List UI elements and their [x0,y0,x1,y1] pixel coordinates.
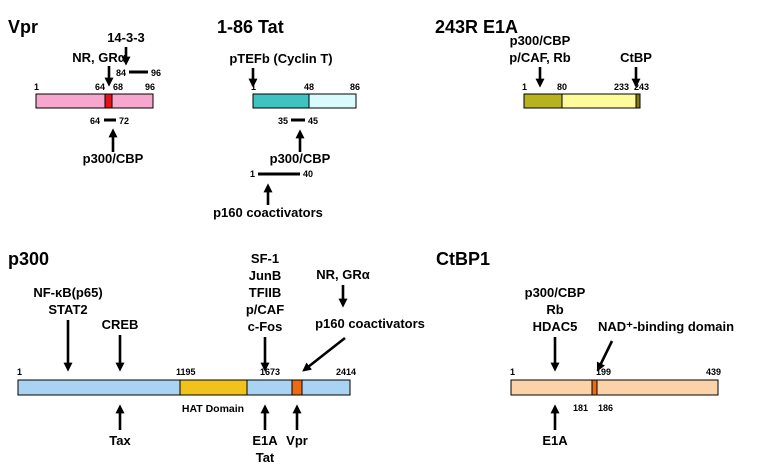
p300-tick-end: 2414 [336,367,356,377]
e1a-c-terminal-segment [635,93,641,109]
vpr-14-3-3-range-start: 84 [116,68,126,78]
tat-p160-range-start: 1 [250,169,255,179]
vpr-tick-end: 96 [145,82,155,92]
vpr-tick-68: 68 [113,82,123,92]
tat-ptefb-label: pTEFb (Cyclin T) [229,51,332,66]
vpr-p300-range-end: 72 [119,116,129,126]
e1a-tick-end: 243 [634,82,649,92]
ctbp1-nad-binding-label: NAD⁺-binding domain [598,319,734,334]
ctbp1-tick-start: 1 [510,367,515,377]
p300-junb-label: JunB [249,268,282,283]
p300-tick-1673: 1673 [260,367,280,377]
vpr-p300-label: p300/CBP [83,151,144,166]
vpr-tick-64: 64 [95,82,105,92]
p300-creb-label: CREB [102,317,139,332]
ctbp1-nad-binding-arrow [596,340,614,372]
ctbp1-panel: CtBP1 p300/CBP Rb HDAC5 NAD⁺-binding dom… [436,249,734,448]
e1a-tick-80: 80 [557,82,567,92]
p300-hat-domain-label: HAT Domain [182,403,244,415]
tat-p160-label: p160 coactivators [213,205,323,220]
ctbp1-motif-segment [591,379,598,396]
p300-sf1-label: SF-1 [251,251,279,266]
p300-vpr-site-segment [291,379,303,396]
p300-panel: p300 NF-κB(p65) STAT2 CREB SF-1 JunB TFI… [8,249,425,465]
ctbp1-rb-label: Rb [546,302,563,317]
tat-domain-segment [252,93,310,109]
p300-nfkb-label: NF-κB(p65) [33,285,102,300]
p300-stat2-label: STAT2 [48,302,87,317]
vpr-p300-range-start: 64 [90,116,100,126]
e1a-n-terminal-segment [523,93,563,109]
tat-tick-start: 1 [251,82,256,92]
ctbp1-motif-start: 181 [573,403,588,413]
tat-p300-range-start: 35 [278,116,288,126]
ctbp1-e1a-label: E1A [542,433,568,448]
e1a-pcaf-rb-label: p/CAF, Rb [509,50,570,65]
p300-tick-start: 1 [17,367,22,377]
ctbp1-title: CtBP1 [436,249,490,269]
tat-p300-label: p300/CBP [270,151,331,166]
vpr-tick-start: 1 [34,82,39,92]
tat-title: 1-86 Tat [217,17,284,37]
vpr-protein-bar [35,93,154,109]
p300-pcaf-label: p/CAF [246,302,284,317]
e1a-tick-start: 1 [522,82,527,92]
p300-tax-label: Tax [109,433,131,448]
p300-cfos-label: c-Fos [248,319,283,334]
tat-p160-range-end: 40 [303,169,313,179]
e1a-title: 243R E1A [435,17,518,37]
e1a-panel: 243R E1A p300/CBP p/CAF, Rb CtBP 1 80 23… [435,17,652,109]
p300-p160-label: p160 coactivators [315,316,425,331]
p300-tfiib-label: TFIIB [249,285,282,300]
ctbp1-p300-label: p300/CBP [525,285,586,300]
p300-tat-label: Tat [256,450,275,465]
ctbp1-protein-bar [510,379,719,396]
tat-tick-end: 86 [350,82,360,92]
p300-vpr-label: Vpr [286,433,308,448]
vpr-motif-segment [104,93,113,109]
tat-tick-48: 48 [304,82,314,92]
p300-nr-gr-label: NR, GRα [316,267,370,282]
e1a-p300-label: p300/CBP [510,33,571,48]
ctbp1-tick-end: 439 [706,367,721,377]
p300-e1a-label: E1A [252,433,278,448]
p300-title: p300 [8,249,49,269]
vpr-title: Vpr [8,17,38,37]
ctbp1-hdac5-label: HDAC5 [533,319,578,334]
p300-tick-1195: 1195 [176,367,196,377]
ctbp1-motif-end: 186 [598,403,613,413]
tat-panel: 1-86 Tat pTEFb (Cyclin T) 1 48 86 35 45 … [213,17,360,220]
p300-hat-domain-segment [179,379,248,396]
ctbp1-tick-199: 199 [596,367,611,377]
vpr-panel: Vpr 14-3-3 84 96 NR, GRα 1 64 68 96 64 7… [8,17,161,166]
vpr-14-3-3-range-end: 96 [151,68,161,78]
vpr-14-3-3-label: 14-3-3 [107,30,145,45]
e1a-tick-233: 233 [614,82,629,92]
vpr-nr-gr-label: NR, GRα [72,50,126,65]
e1a-ctbp-label: CtBP [620,50,652,65]
tat-p300-range-end: 45 [308,116,318,126]
p300-p160-arrow [302,336,346,372]
